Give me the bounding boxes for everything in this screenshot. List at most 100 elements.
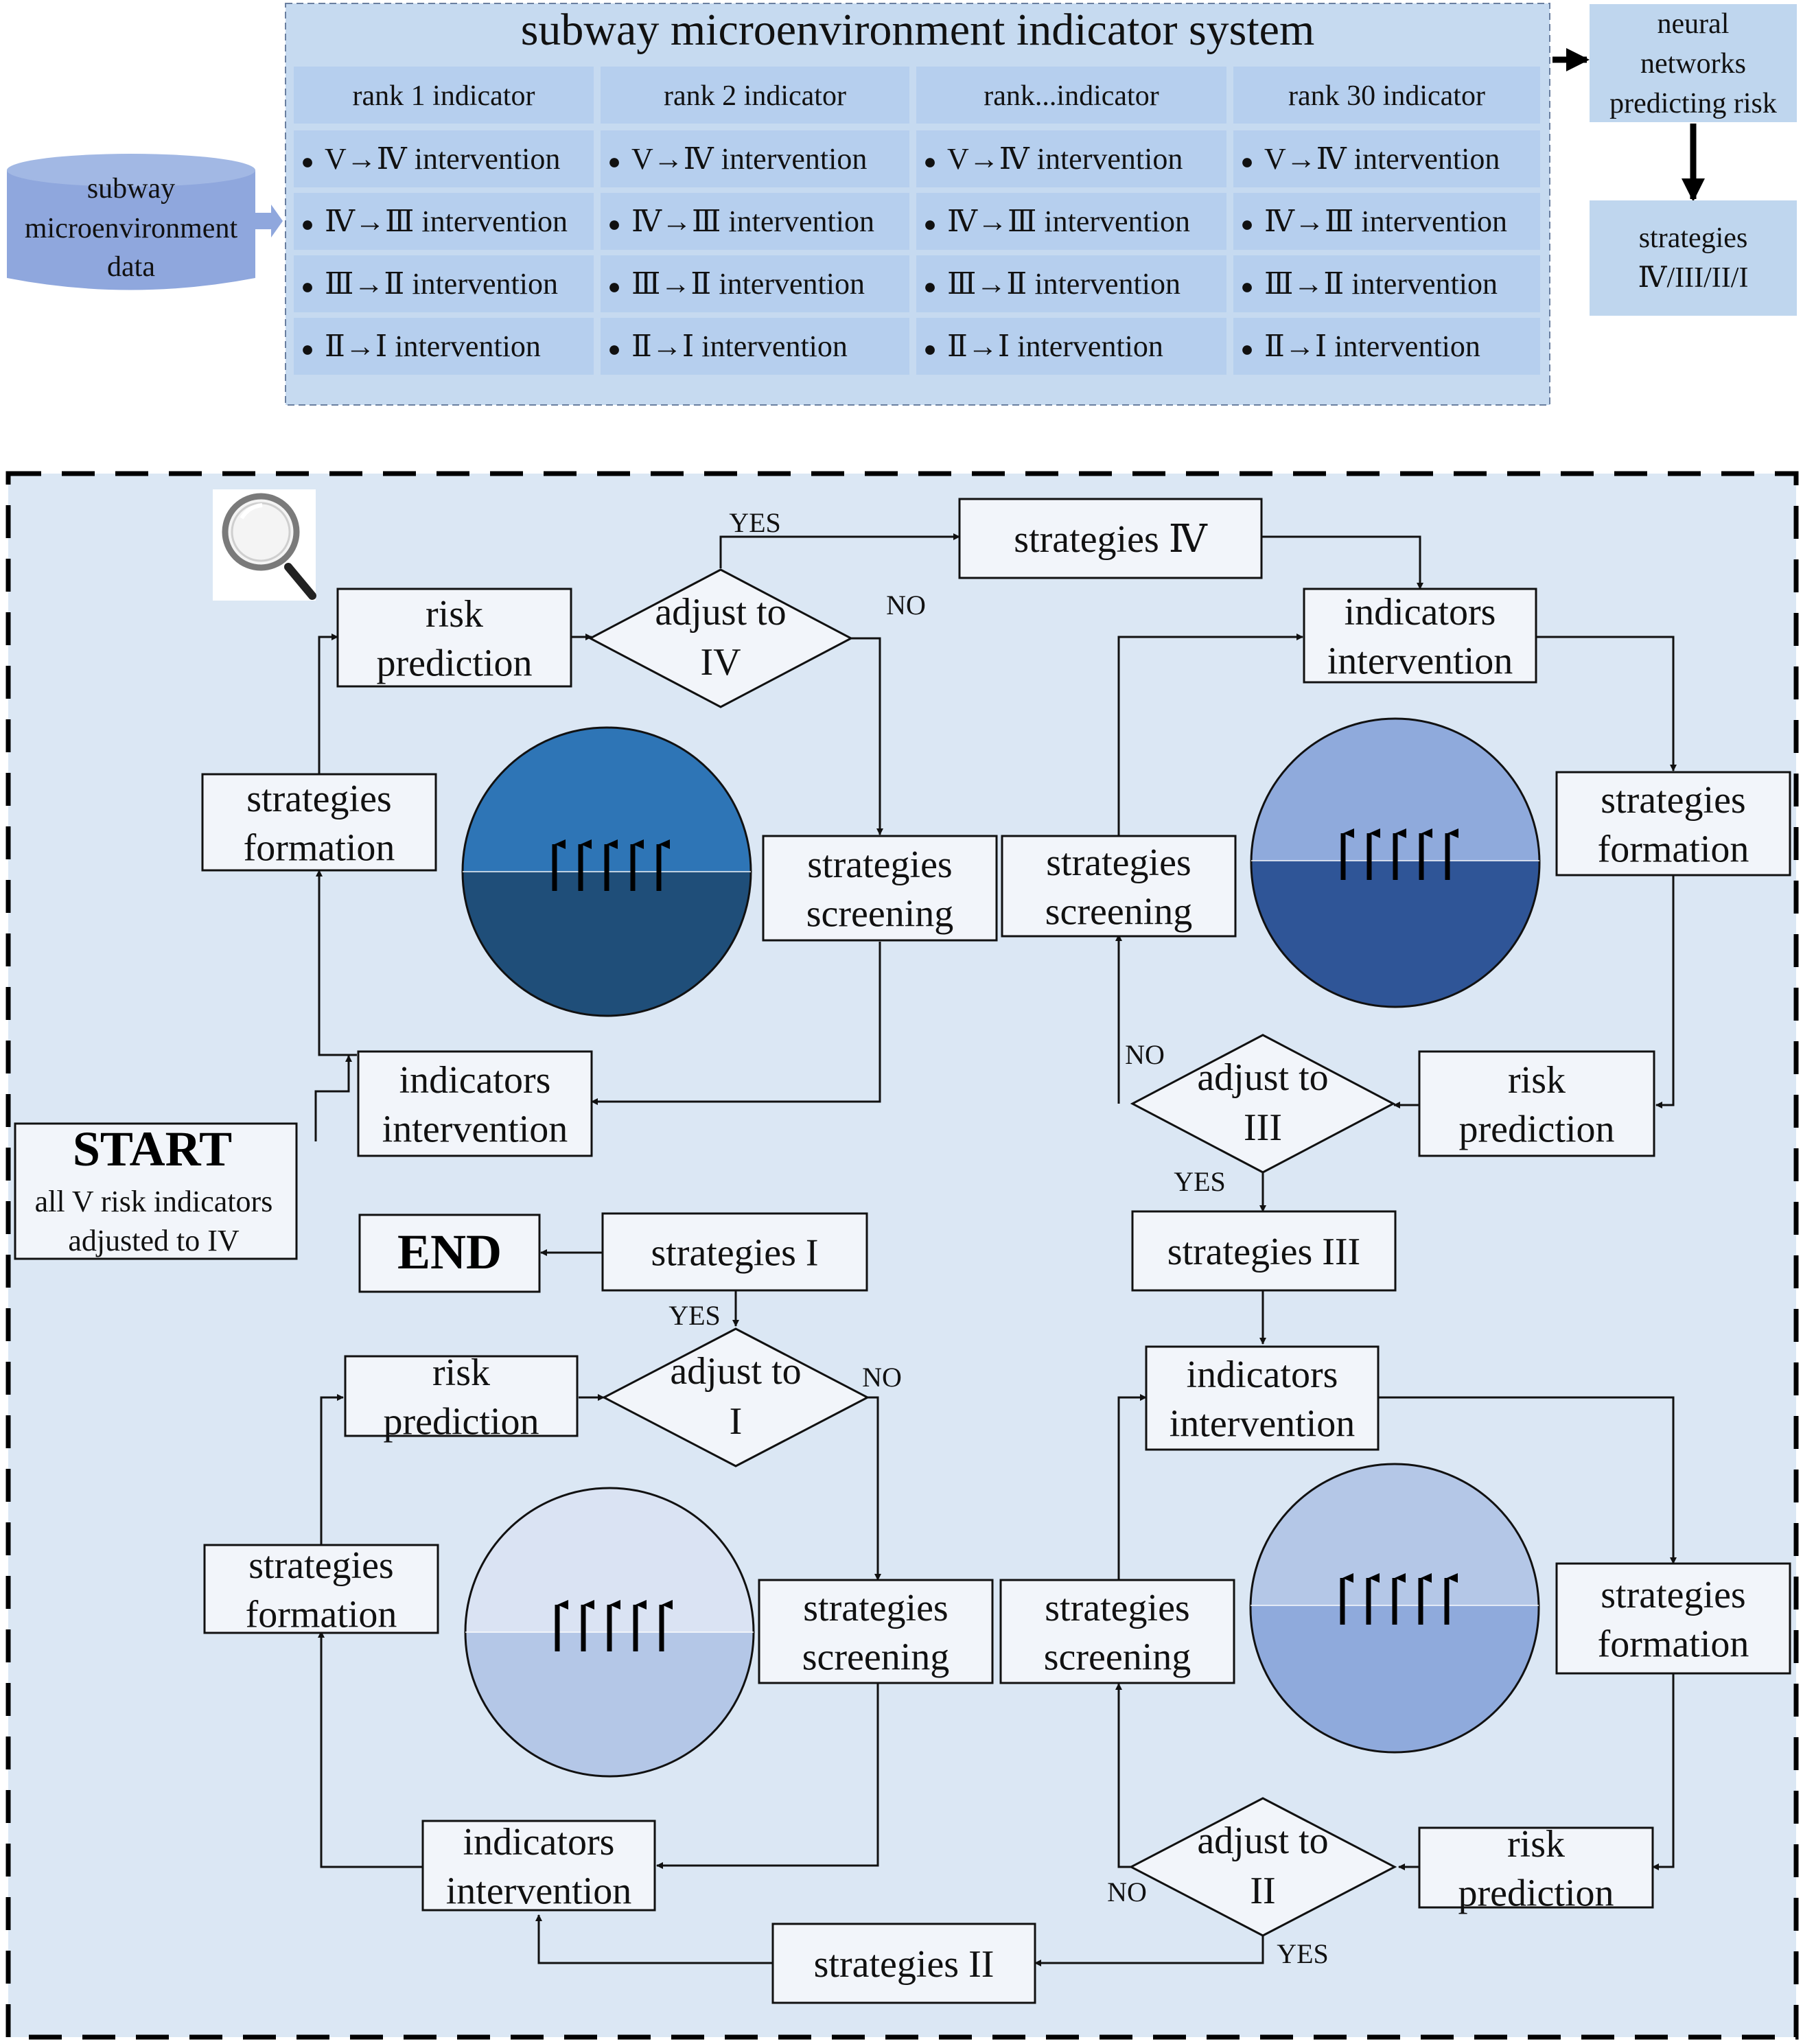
- adjust-to-iv-decision-label: IV: [700, 641, 741, 684]
- strategies-formation-box-label: strategies: [1601, 1574, 1745, 1616]
- neural-networks-box: [1590, 4, 1797, 122]
- table-bullet: ●: [607, 149, 620, 174]
- database-label-2: microenvironment: [25, 213, 238, 244]
- loop-circle: [464, 1487, 755, 1778]
- table-item: Ⅲ→Ⅱ intervention: [325, 267, 558, 301]
- risk-prediction-box-label: prediction: [376, 642, 532, 684]
- neural-networks-label-3: predicting risk: [1609, 88, 1777, 119]
- flow-arrow: [1117, 1394, 1147, 1580]
- table-item: V→Ⅳ intervention: [631, 142, 867, 176]
- table-header-cell: [601, 67, 909, 124]
- indicator-table: rank 1 indicator ● V→Ⅳ intervention ● Ⅳ→Ⅲ in…: [294, 67, 1540, 375]
- table-cell: [916, 255, 1226, 312]
- table-item: Ⅱ→Ⅰ intervention: [947, 329, 1163, 363]
- strategies-i-box: strategies I: [601, 1212, 868, 1292]
- table-bullet: ●: [607, 336, 620, 361]
- strategies-all-label-1: strategies: [1639, 222, 1748, 254]
- indicator-system-title: subway microenvironment indicator system: [521, 5, 1315, 55]
- table-cell: [601, 318, 909, 375]
- flow-arrow: [1378, 1396, 1677, 1564]
- flow-arrow: [535, 1914, 773, 1964]
- flow-arrow: [1536, 636, 1677, 771]
- decision-yes-label: YES: [1277, 1938, 1329, 1969]
- table-cell: [294, 130, 594, 187]
- flow-arrow: [318, 634, 338, 774]
- strategies-formation-box-label: strategies: [246, 778, 391, 820]
- table-item: Ⅱ→Ⅰ intervention: [325, 329, 541, 363]
- adjust-to-iv-decision: adjust to IV: [588, 568, 854, 708]
- table-column-header: rank 2 indicator: [664, 80, 846, 112]
- start-line-1: all V risk indicators: [35, 1185, 273, 1218]
- table-cell: [916, 318, 1226, 375]
- strategies-formation-box-label: strategies: [248, 1544, 393, 1587]
- decision-no-label: NO: [1125, 1039, 1165, 1070]
- indicators-intervention-box-label: indicators: [1187, 1354, 1338, 1396]
- indicator-system-section: subway microenvironment indicator system…: [7, 3, 1797, 406]
- strategies-ii-box: strategies II: [771, 1923, 1036, 2004]
- indicators-intervention-box-label: indicators: [1345, 591, 1496, 634]
- table-cell: [1233, 130, 1540, 187]
- strategies-screening-box-label: strategies: [807, 844, 952, 886]
- end-box: [358, 1213, 541, 1293]
- table-bullet: ●: [923, 274, 936, 299]
- up-arrows-icon: [555, 1600, 673, 1651]
- strategies-screening-box-label: strategies: [1046, 841, 1191, 884]
- risk-prediction-box-label: prediction: [383, 1400, 539, 1443]
- adjust-to-iv-decision-label: adjust to: [655, 591, 786, 634]
- table-cell: [601, 255, 909, 312]
- table-bullet: ●: [923, 149, 936, 174]
- table-column-header: rank 30 indicator: [1288, 80, 1485, 112]
- magnifier-icon: [213, 489, 316, 601]
- table-cell: [1233, 193, 1540, 250]
- table-item: V→Ⅳ intervention: [325, 142, 560, 176]
- flow-arrow: [1655, 875, 1675, 1108]
- flow-arrow: [314, 1055, 352, 1141]
- decision-no-label: NO: [862, 1362, 902, 1393]
- table-item: Ⅱ→Ⅰ intervention: [1264, 329, 1480, 363]
- strategies-all-box: [1590, 200, 1797, 316]
- start-line-2: adjusted to IV: [68, 1224, 240, 1257]
- indicators-intervention-box-label: indicators: [399, 1059, 551, 1102]
- start-box: [14, 1122, 298, 1260]
- table-bullet: ●: [301, 149, 314, 174]
- flow-connectors: [314, 533, 1677, 1966]
- strategies-formation-box-label: formation: [1598, 1623, 1749, 1665]
- table-cell: [601, 130, 909, 187]
- table-column-header: rank 1 indicator: [353, 80, 535, 112]
- decision-no-label: NO: [886, 590, 926, 620]
- indicators-intervention-box-label: intervention: [1327, 640, 1513, 682]
- table-cell: [916, 193, 1226, 250]
- strategies-screening-box-label: strategies: [803, 1587, 948, 1629]
- flow-arrow: [1261, 535, 1423, 590]
- decision-yes-label: YES: [729, 507, 781, 538]
- strategies-formation-box-label: strategies: [1601, 779, 1745, 822]
- decision-yes-label: YES: [1174, 1166, 1226, 1197]
- table-item: Ⅳ→Ⅲ intervention: [325, 205, 568, 238]
- strategies-formation-box: strategies formation: [1555, 1562, 1791, 1675]
- database-label-1: subway: [87, 173, 175, 205]
- table-cell: [294, 193, 594, 250]
- start-title: START: [73, 1122, 232, 1176]
- up-arrows-icon: [552, 839, 670, 891]
- neural-networks-label-2: networks: [1640, 48, 1746, 80]
- table-cell: [601, 193, 909, 250]
- up-arrows-icon: [1340, 1573, 1458, 1625]
- neural-networks-label-1: neural: [1657, 8, 1730, 40]
- end-title: END: [397, 1224, 502, 1279]
- flow-arrow: [868, 1396, 881, 1581]
- flow-arrow: [719, 533, 960, 568]
- strategies-ii-box-label: strategies II: [814, 1943, 994, 1986]
- indicators-intervention-box: indicators intervention: [1303, 588, 1537, 684]
- indicators-intervention-box-label: intervention: [1170, 1402, 1356, 1445]
- strategies-formation-box-label: formation: [1598, 828, 1749, 870]
- database-label-3: data: [107, 251, 155, 283]
